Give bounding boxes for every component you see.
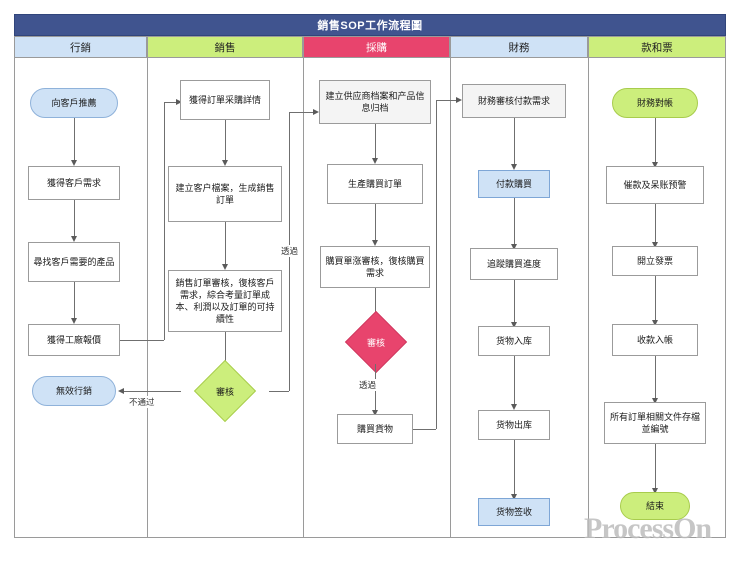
- edge-label-purchase-pass: 透過: [358, 379, 378, 391]
- edge-m3-m4: [74, 282, 75, 320]
- node-issue-invoice[interactable]: 開立發票: [612, 246, 698, 276]
- arrowhead-p5-f1: [456, 96, 462, 103]
- edge-p5-up: [436, 100, 437, 429]
- lane-header-finance: 財務: [450, 36, 588, 58]
- node-dunning-alert[interactable]: 催款及呆账预警: [606, 166, 704, 204]
- node-order-purchase-details[interactable]: 獲得訂單采購詳情: [180, 80, 270, 120]
- arrowhead-p2-p3: [371, 240, 378, 246]
- lane-divider-1: [147, 58, 148, 538]
- edge-m1-m2: [74, 118, 75, 162]
- arrowhead-f2-f3: [510, 244, 517, 250]
- node-purchase-order-review[interactable]: 購買單涨審核，復核購買需求: [320, 246, 430, 288]
- edge-f2-f3: [514, 198, 515, 246]
- node-get-customer-requirement[interactable]: 獲得客戶需求: [28, 166, 120, 200]
- arrowhead-b3-b4: [651, 320, 658, 326]
- edge-f5-f6: [514, 440, 515, 496]
- node-archive-documents[interactable]: 所有訂單相關文件存檔並編號: [604, 402, 706, 444]
- diagram-title: 銷售SOP工作流程圖: [14, 14, 726, 36]
- lane-divider-4: [588, 58, 589, 538]
- node-sales-order-review-detail[interactable]: 銷售訂單審核，復核客戶需求，綜合考量訂單成本、利潤以及訂單的可持續性: [168, 270, 282, 332]
- edge-b3-b4: [655, 276, 656, 322]
- node-sales-review-decision[interactable]: 審核: [181, 359, 269, 423]
- lane-header-sales: 銷售: [147, 36, 303, 58]
- node-end[interactable]: 結束: [620, 492, 690, 520]
- edge-m4-into-s1: [164, 102, 180, 103]
- node-pay-purchase[interactable]: 付款購買: [478, 170, 550, 198]
- edge-p1-p2: [375, 124, 376, 160]
- arrowhead-reject-m5: [118, 387, 124, 394]
- arrowhead-s4-p1: [313, 108, 319, 115]
- arrowhead-s1-s2: [221, 160, 228, 166]
- arrowhead-m3-m4: [70, 318, 77, 324]
- arrowhead-f5-f6: [510, 494, 517, 500]
- edge-s4-right: [269, 391, 289, 392]
- edge-label-not-pass: 不通过: [128, 396, 156, 408]
- edge-s1-s2: [225, 120, 226, 162]
- edge-p3-p4: [375, 288, 376, 318]
- lane-divider-2: [303, 58, 304, 538]
- arrowhead-f1-f2: [510, 164, 517, 170]
- edge-m4-right: [120, 340, 164, 341]
- lane-header-marketing: 行銷: [14, 36, 147, 58]
- edge-m2-m3: [74, 200, 75, 238]
- arrowhead-b5-b6: [651, 488, 658, 494]
- edge-b4-b5: [655, 356, 656, 400]
- node-invalid-marketing[interactable]: 無效行銷: [32, 376, 116, 406]
- node-goods-outbound[interactable]: 货物出库: [478, 410, 550, 440]
- arrowhead-f3-f4: [510, 322, 517, 328]
- diamond-label-purchase-review: 審核: [366, 337, 385, 348]
- node-finance-reconciliation[interactable]: 財務對帳: [612, 88, 698, 118]
- node-generate-purchase-order[interactable]: 生產購買訂單: [327, 164, 423, 204]
- arrowhead-p1-p2: [371, 158, 378, 164]
- node-recommend-to-customer[interactable]: 向客戶推薦: [30, 88, 118, 118]
- edge-m4-up: [164, 102, 165, 340]
- arrowhead-f4-f5: [510, 404, 517, 410]
- arrowhead-b2-b3: [651, 242, 658, 248]
- lane-header-billing: 款和票: [588, 36, 726, 58]
- node-goods-received[interactable]: 货物签收: [478, 498, 550, 526]
- node-create-customer-file[interactable]: 建立客户檔案，生成銷售訂單: [168, 166, 282, 222]
- edge-label-sales-pass: 透過: [280, 245, 300, 257]
- diamond-label-sales-review: 審核: [215, 386, 234, 397]
- edge-p5-right: [413, 429, 436, 430]
- edge-p5-into-f1: [436, 100, 460, 101]
- lane-divider-3: [450, 58, 451, 538]
- arrowhead-b4-b5: [651, 398, 658, 404]
- arrowhead-s2-s3: [221, 264, 228, 270]
- arrowhead-m2-m3: [70, 236, 77, 242]
- node-supplier-archive[interactable]: 建立供应商档案和产品信息归档: [319, 80, 431, 124]
- edge-f3-f4: [514, 280, 515, 324]
- edge-s3-s4: [225, 332, 226, 366]
- edge-s2-s3: [225, 222, 226, 266]
- arrowhead-b1-b2: [651, 162, 658, 168]
- node-get-factory-quote[interactable]: 獲得工廠報價: [28, 324, 120, 356]
- node-receive-payment[interactable]: 收款入帳: [612, 324, 698, 356]
- node-track-purchase-progress[interactable]: 追蹤購買進度: [470, 248, 558, 280]
- edge-b1-b2: [655, 118, 656, 164]
- arrowhead-p4-p5: [371, 410, 378, 416]
- edge-p2-p3: [375, 204, 376, 242]
- arrowhead-m1-m2: [70, 160, 77, 166]
- node-buy-goods[interactable]: 購買貨物: [337, 414, 413, 444]
- arrowhead-m4-s1: [176, 98, 182, 105]
- node-find-products[interactable]: 尋找客戶需要的產品: [28, 242, 120, 282]
- edge-f1-f2: [514, 118, 515, 166]
- node-purchase-review-decision[interactable]: 審核: [330, 310, 422, 374]
- edge-reject-to-m5: [124, 391, 181, 392]
- lane-header-purchasing: 採購: [303, 36, 450, 58]
- node-goods-inbound[interactable]: 货物入库: [478, 326, 550, 356]
- edge-f4-f5: [514, 356, 515, 406]
- node-finance-review-payment[interactable]: 財務審核付款需求: [462, 84, 566, 118]
- edge-b2-b3: [655, 204, 656, 244]
- edge-b5-b6: [655, 444, 656, 490]
- edge-s4-into-p1: [289, 112, 317, 113]
